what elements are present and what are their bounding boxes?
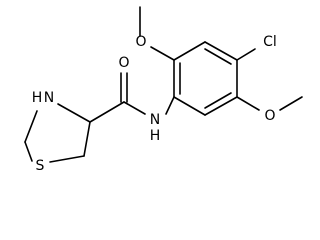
bond-nh-ring bbox=[165, 96, 175, 115]
atom-label-ring-hydrogen: H bbox=[32, 90, 43, 106]
bond-ar3-ar4-inner bbox=[204, 48, 232, 65]
atom-label-amide-nitrogen: N bbox=[150, 112, 160, 128]
bond-s1-c5 bbox=[49, 155, 85, 163]
bond-ar2-ar3 bbox=[173, 41, 206, 61]
bond-ar3-ar4 bbox=[204, 41, 238, 61]
bond-o-bottom-methyl bbox=[279, 96, 303, 111]
atom-label-carbonyl-oxygen: O bbox=[118, 55, 129, 71]
atom-label-methoxy-bottom-oxygen: O bbox=[264, 108, 275, 124]
bond-ar5-ar6-inner bbox=[204, 92, 232, 109]
bond-c2-s1 bbox=[24, 141, 33, 162]
bond-ar4-cl bbox=[236, 48, 256, 61]
molecule-drawing: O N H N H S Cl O O bbox=[24, 6, 303, 174]
structure-diagram: O N H N H S Cl O O bbox=[24, 6, 303, 174]
bond-ar5-o-bottom bbox=[236, 96, 260, 111]
bond-c4-carbonyl bbox=[89, 101, 125, 123]
bond-ar6-ar1 bbox=[173, 96, 206, 116]
bond-n3-c2 bbox=[24, 110, 38, 143]
atom-label-amide-hydrogen: H bbox=[150, 128, 161, 144]
bond-c4-n3 bbox=[57, 103, 91, 123]
atom-label-ring-nitrogen: N bbox=[44, 90, 54, 106]
atom-label-methoxy-top-oxygen: O bbox=[135, 34, 146, 50]
bond-ar5-ar6 bbox=[204, 96, 238, 116]
bond-carbonyl-nh bbox=[123, 101, 146, 115]
atom-label-chlorine: Cl bbox=[263, 34, 277, 50]
atom-label-ring-sulfur: S bbox=[36, 158, 45, 174]
bond-ar2-o-top bbox=[150, 46, 175, 61]
bond-c5-c4 bbox=[83, 121, 91, 157]
